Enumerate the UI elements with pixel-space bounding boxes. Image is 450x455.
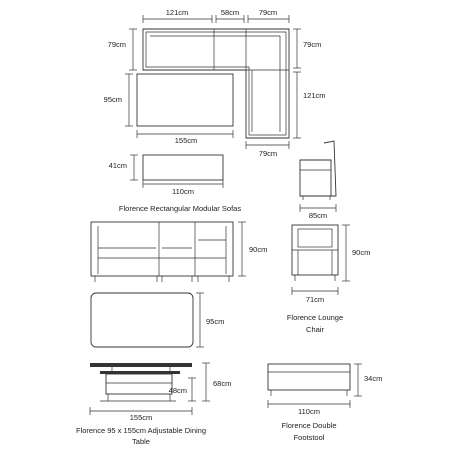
dim-chair-front-width: 71cm <box>306 295 324 304</box>
top-dimension-lines <box>125 15 301 188</box>
caption-lounge-chair-line1: Florence Lounge <box>287 313 343 322</box>
dim-table-width: 155cm <box>175 136 198 145</box>
dim-sofa-height: 90cm <box>249 245 267 254</box>
dim-chair-side-width: 85cm <box>309 211 327 220</box>
dim-footstool-height: 34cm <box>364 374 382 383</box>
dim-stool-width: 110cm <box>172 187 194 196</box>
coffee-table-plan <box>136 73 234 127</box>
caption-dining-table-line1: Florence 95 x 155cm Adjustable Dining <box>76 426 206 435</box>
chair-front-view <box>291 224 350 295</box>
dim-dining-width: 155cm <box>130 413 153 422</box>
dim-dining-height-low: 48cm <box>169 386 187 395</box>
dim-chair-height: 90cm <box>352 248 370 257</box>
dim-sofa-bottom-width: 79cm <box>259 149 277 158</box>
table-top-view <box>90 292 204 348</box>
chair-side-view <box>299 140 337 212</box>
caption-footstool-line2: Footstool <box>294 433 325 442</box>
caption-modular-sofas: Florence Rectangular Modular Sofas <box>119 204 241 213</box>
sofa-plan-view <box>142 28 290 139</box>
stool-plan <box>142 154 224 181</box>
dim-table-depth: 95cm <box>104 95 122 104</box>
dim-dining-height-high: 68cm <box>213 379 231 388</box>
dim-sofa-top-a: 121cm <box>166 8 189 17</box>
dim-sofa-top-b: 58cm <box>221 8 239 17</box>
dining-table-side-view <box>89 362 210 415</box>
dim-sofa-left-depth: 79cm <box>108 40 126 49</box>
dim-stool-depth: 41cm <box>109 161 127 170</box>
dim-footstool-width: 110cm <box>298 407 320 416</box>
caption-lounge-chair-line2: Chair <box>306 325 324 334</box>
footstool-side-view <box>267 363 362 408</box>
dim-table-front-depth: 95cm <box>206 317 224 326</box>
dim-sofa-right-length: 121cm <box>303 91 326 100</box>
dim-sofa-top-c: 79cm <box>259 8 277 17</box>
sofa-front-view <box>90 221 246 282</box>
dim-sofa-right-depth: 79cm <box>303 40 321 49</box>
caption-footstool-line1: Florence Double <box>281 421 336 430</box>
caption-dining-table-line2: Table <box>132 437 150 446</box>
